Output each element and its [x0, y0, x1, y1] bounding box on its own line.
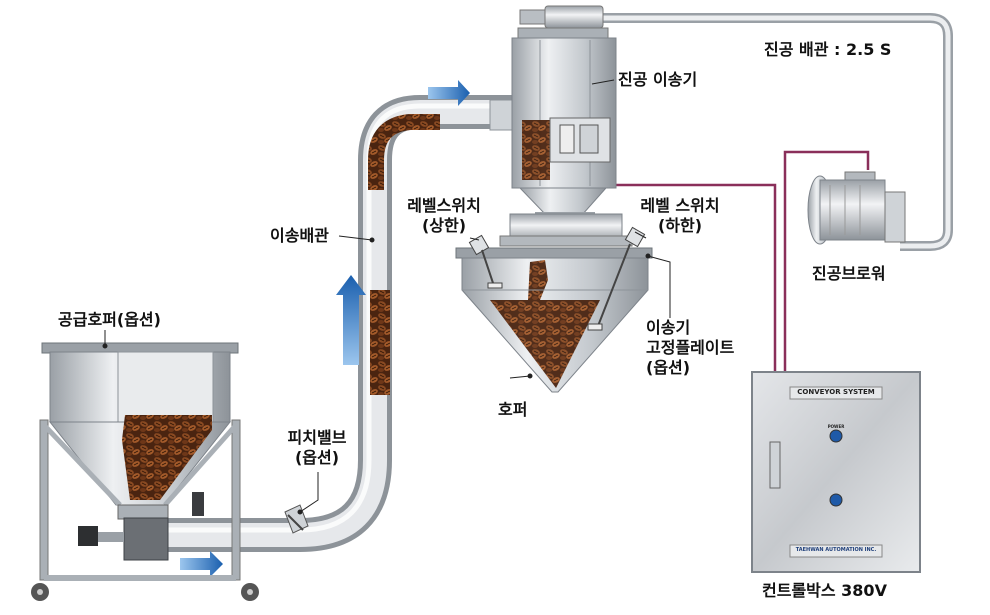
label-level-switch-lower-line2: (하한): [657, 216, 703, 235]
vacuum-pipe: [560, 13, 953, 251]
label-level-switch-lower-line1: 레벨 스위치: [640, 196, 720, 215]
label-pinch-valve-line1: 피치밸브: [287, 428, 347, 447]
control-box: [751, 371, 921, 573]
label-hopper: 호퍼: [498, 400, 528, 419]
label-level-switch-upper-line1: 레벨스위치: [407, 196, 481, 215]
flow-arrow-bottom: [180, 551, 223, 577]
label-fixing-plate-line2: 고정플레이트: [646, 338, 735, 357]
label-level-switch-lower: 레벨 스위치 (하한): [628, 196, 732, 236]
flow-arrow-top: [428, 80, 470, 106]
label-fixing-plate-line3: (옵션): [646, 358, 691, 377]
label-level-switch-upper-line2: (상한): [421, 216, 467, 235]
label-vacuum-blower: 진공브로워: [812, 264, 886, 283]
label-leaders: [102, 79, 671, 515]
level-switch-lower: [587, 226, 646, 331]
vacuum-conveyor-body: [499, 5, 633, 247]
label-pinch-valve-line2: (옵션): [294, 448, 340, 467]
label-vacuum-conveyor: 진공 이송기: [618, 70, 698, 89]
control-box-name-plate: CONVEYOR SYSTEM: [797, 388, 875, 396]
label-fixing-plate: 이송기 고정플레이트 (옵션): [646, 318, 756, 378]
flow-arrow-up: [336, 275, 366, 365]
supply-hopper: [31, 342, 259, 601]
label-supply-hopper: 공급호퍼(옵션): [58, 310, 161, 329]
vacuum-blower: [807, 171, 906, 245]
label-fixing-plate-line1: 이송기: [646, 318, 691, 337]
label-pinch-valve: 피치밸브 (옵션): [272, 428, 362, 468]
control-box-maker-plate: TAEHWAN AUTOMATION INC.: [795, 547, 877, 553]
control-box-power-label: POWER: [827, 424, 845, 429]
label-level-switch-upper: 레벨스위치 (상한): [398, 196, 490, 236]
label-control-box: 컨트롤박스 380V: [762, 581, 887, 600]
label-transfer-pipe: 이송배관: [270, 226, 329, 245]
label-vacuum-pipe: 진공 배관 : 2.5 S: [764, 40, 892, 59]
transfer-pipe: [165, 95, 521, 552]
hopper-cone: [461, 257, 649, 393]
